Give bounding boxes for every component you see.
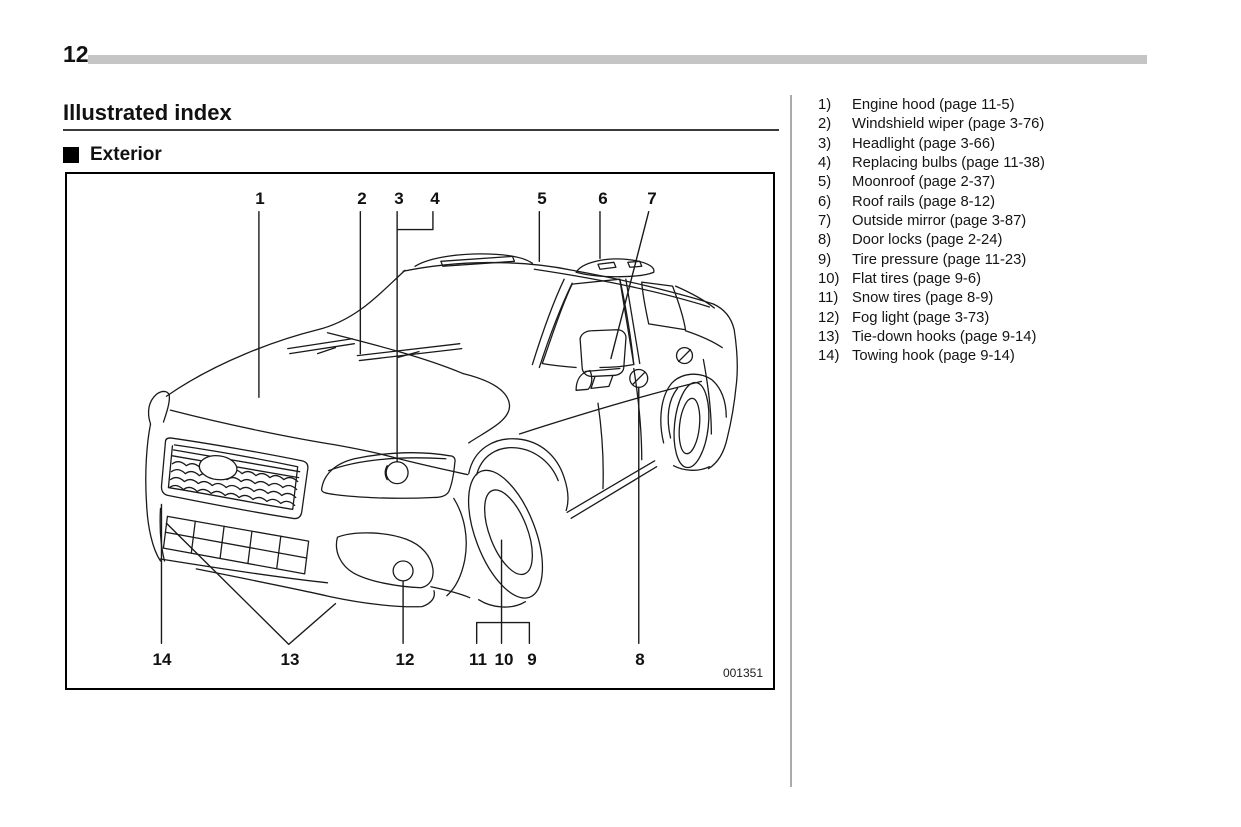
figure-callout-13: 13 bbox=[280, 650, 300, 669]
index-item-label: Tie-down hooks bbox=[852, 329, 956, 346]
windshield-wipers bbox=[287, 338, 463, 362]
index-item-7: 7) Outside mirror(page 3-87) bbox=[818, 212, 1238, 231]
index-item-number: 6) bbox=[818, 193, 832, 210]
index-item-page-ref: (page 9-14) bbox=[938, 348, 1015, 365]
index-item-label: Outside mirror bbox=[852, 213, 946, 230]
index-item-page-ref: (page 2-37) bbox=[918, 174, 996, 191]
index-item-6: 6) Roof rails(page 8-12) bbox=[818, 193, 1238, 212]
index-item-page-ref: (page 3-66) bbox=[918, 135, 996, 152]
door-lock-symbols bbox=[629, 347, 694, 388]
index-item-2: 2) Windshield wiper(page 3-76) bbox=[818, 115, 1238, 134]
index-item-number: 12) bbox=[818, 309, 840, 326]
index-item-page-ref: (page 3-73) bbox=[912, 309, 990, 326]
index-item-label: Windshield wiper bbox=[852, 116, 964, 133]
front-bumper bbox=[159, 497, 471, 608]
index-item-11: 11) Snow tires(page 8-9) bbox=[818, 289, 1238, 308]
figure-callout-6: 6 bbox=[598, 189, 608, 208]
section-heading: Exterior bbox=[63, 144, 162, 166]
index-item-label: Tire pressure bbox=[852, 251, 939, 268]
index-item-label: Fog light bbox=[852, 309, 909, 326]
index-item-page-ref: (page 11-38) bbox=[961, 155, 1045, 172]
index-item-page-ref: (page 8-12) bbox=[918, 193, 996, 210]
figure-callout-1: 1 bbox=[255, 189, 265, 208]
index-item-label: Flat tires bbox=[852, 271, 909, 288]
moonroof-and-roof-rails bbox=[414, 253, 655, 278]
figure-code: 001351 bbox=[722, 666, 763, 680]
index-item-13: 13) Tie-down hooks(page 9-14) bbox=[818, 328, 1238, 347]
index-item-12: 12) Fog light(page 3-73) bbox=[818, 309, 1238, 328]
index-item-label: Engine hood bbox=[852, 97, 936, 113]
figure-callout-5: 5 bbox=[537, 189, 547, 208]
index-item-number: 11) bbox=[818, 290, 839, 307]
index-item-label: Headlight bbox=[852, 135, 915, 152]
index-item-page-ref: (page 11-23) bbox=[942, 251, 1027, 268]
index-item-page-ref: (page 2-24) bbox=[925, 232, 1003, 249]
index-item-label: Replacing bulbs bbox=[852, 155, 958, 172]
index-item-number: 8) bbox=[818, 232, 832, 249]
figure-callout-4: 4 bbox=[430, 189, 440, 208]
figure-callout-8: 8 bbox=[635, 650, 645, 669]
page-title: Illustrated index bbox=[63, 100, 232, 125]
fog-light bbox=[392, 560, 414, 582]
index-item-14: 14) Towing hook(page 9-14) bbox=[818, 347, 1238, 366]
brand-badge-icon bbox=[198, 455, 238, 481]
index-item-3: 3) Headlight(page 3-66) bbox=[818, 135, 1238, 154]
index-item-number: 14) bbox=[818, 348, 840, 365]
index-item-label: Towing hook bbox=[852, 348, 935, 365]
content-divider bbox=[790, 95, 792, 787]
index-item-page-ref: (page 9-6) bbox=[912, 271, 982, 288]
figure-callout-12: 12 bbox=[395, 650, 415, 669]
index-item-4: 4) Replacing bulbs(page 11-38) bbox=[818, 154, 1238, 173]
car-illustration bbox=[145, 211, 738, 646]
index-item-label: Snow tires bbox=[852, 290, 922, 307]
index-item-page-ref: (page 3-87) bbox=[949, 213, 1027, 230]
index-item-number: 3) bbox=[818, 135, 832, 152]
index-item-page-ref: (page 3-76) bbox=[967, 116, 1045, 133]
index-item-number: 5) bbox=[818, 174, 832, 191]
index-item-page-ref: (page 9-14) bbox=[959, 329, 1037, 346]
index-item-number: 1) bbox=[818, 97, 832, 113]
front-grille bbox=[160, 437, 309, 520]
index-item-label: Roof rails bbox=[852, 193, 915, 210]
figure-callout-7: 7 bbox=[647, 189, 657, 208]
wheels bbox=[467, 373, 727, 608]
section-title: Exterior bbox=[90, 144, 162, 165]
parts-index-list: 1) Engine hood(page 11-5) 2) Windshield wi… bbox=[818, 96, 1238, 367]
index-item-10: 10) Flat tires(page 9-6) bbox=[818, 270, 1238, 289]
headlight bbox=[320, 452, 456, 499]
figure-callout-14: 14 bbox=[152, 650, 172, 669]
index-item-number: 4) bbox=[818, 155, 832, 172]
leader-lines bbox=[160, 211, 650, 646]
index-item-label: Moonroof bbox=[852, 174, 915, 191]
page-number: 12 bbox=[63, 41, 89, 67]
index-item-1: 1) Engine hood(page 11-5) bbox=[818, 96, 1238, 115]
exterior-figure: 1 2 3 4 5 6 7 8 9 10 11 12 13 14 001351 bbox=[65, 172, 775, 690]
index-item-page-ref: (page 8-9) bbox=[925, 290, 994, 307]
index-item-number: 10) bbox=[818, 271, 840, 288]
figure-callout-9: 9 bbox=[527, 650, 537, 669]
figure-callout-11: 11 bbox=[469, 650, 487, 669]
figure-callout-10: 10 bbox=[494, 650, 514, 669]
figure-callout-2: 2 bbox=[357, 189, 367, 208]
index-item-number: 9) bbox=[818, 251, 832, 268]
index-item-9: 9) Tire pressure(page 11-23) bbox=[818, 251, 1238, 270]
index-item-number: 13) bbox=[818, 329, 840, 346]
index-item-5: 5) Moonroof(page 2-37) bbox=[818, 173, 1238, 192]
page-header-bar bbox=[88, 55, 1147, 64]
index-item-label: Door locks bbox=[852, 232, 922, 249]
index-item-8: 8) Door locks(page 2-24) bbox=[818, 231, 1238, 250]
index-item-number: 2) bbox=[818, 116, 832, 133]
index-item-page-ref: (page 11-5) bbox=[939, 97, 1015, 113]
car-body bbox=[145, 261, 738, 562]
index-item-number: 7) bbox=[818, 213, 832, 230]
figure-callout-3: 3 bbox=[394, 189, 404, 208]
side-glass-and-mirror bbox=[531, 278, 723, 490]
section-square-icon bbox=[63, 147, 79, 163]
title-underline bbox=[63, 129, 779, 131]
